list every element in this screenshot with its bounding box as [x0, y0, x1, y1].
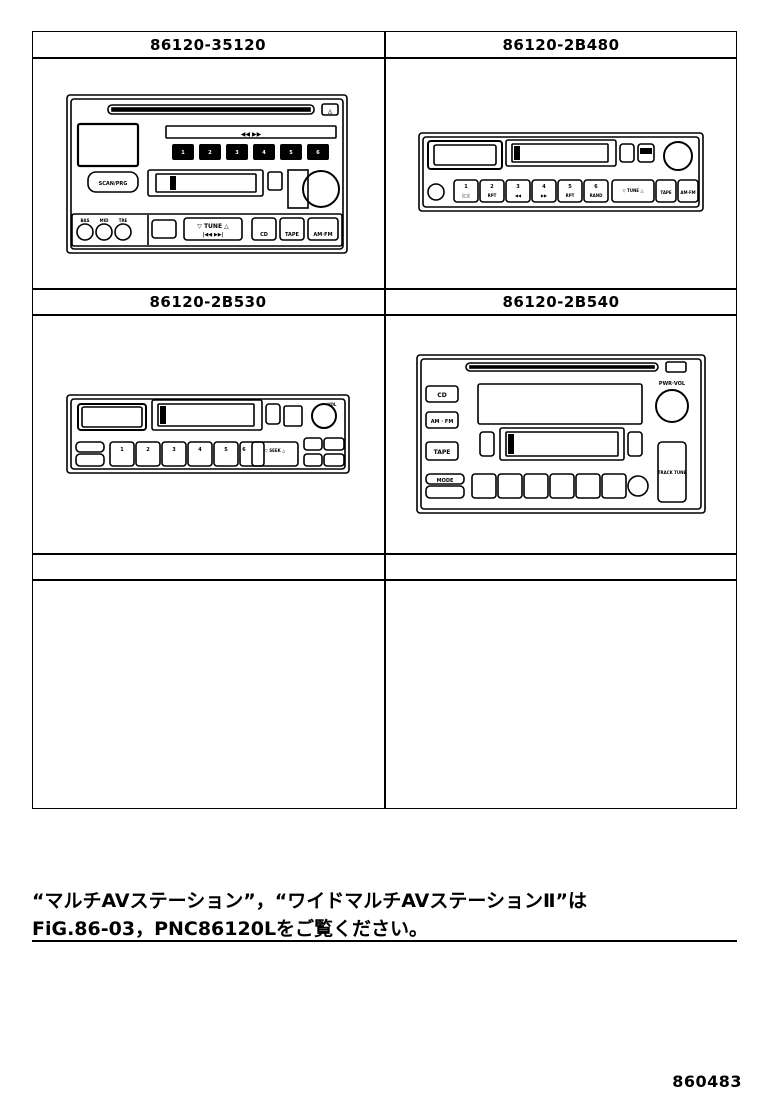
cd-label: CD: [260, 232, 268, 238]
preset-1-label: 1: [120, 447, 124, 453]
preset-1-label: 1: [181, 150, 185, 156]
seek-label: ◀◀ ▶▶: [241, 131, 262, 138]
preset-3-label: 3: [172, 447, 176, 453]
table-header-rule-1: [32, 57, 737, 59]
preset-2-sub: RPT: [488, 193, 497, 198]
preset-3-label: 3: [516, 184, 520, 190]
reference-note-line-2: FiG.86-03，PNC86120Lをご覧ください。: [32, 918, 429, 940]
preset-6-label: 6: [594, 184, 598, 190]
table-row-rule-2: [32, 553, 737, 555]
note-underline: [32, 940, 737, 942]
amfm-label: AM·FM: [313, 232, 332, 238]
part-number-header: 86120-2B480: [502, 36, 620, 54]
preset-2-label: 2: [146, 447, 150, 453]
treble-label: TRE: [119, 218, 128, 223]
preset-5-label: 5: [224, 447, 228, 453]
table-row-rule-1: [32, 288, 737, 290]
figure-code: 860483: [672, 1072, 742, 1091]
mode-label: MODE: [437, 478, 454, 484]
track-tune-label: TRACK TUNE: [658, 470, 687, 475]
preset-6-sub: RAND: [590, 193, 604, 198]
seek-label: ▽ SEEK △: [265, 448, 286, 453]
preset-6-label: 6: [242, 447, 246, 453]
part-number-header: 86120-2B530: [149, 293, 267, 311]
mid-label: MID: [100, 218, 109, 223]
table-column-divider: [384, 31, 386, 809]
amfm-button-label: AM · FM: [431, 419, 454, 425]
preset-5-label: 5: [289, 150, 293, 156]
radio-illustration-2B480: 1 2 3 4 5 6 |◯| RPT ◀◀ ▶▶ RPT RAND ▽ TUN…: [418, 132, 704, 212]
tune-label: ▽ TUNE △: [197, 223, 229, 230]
reference-note-line-1: “マルチAVステーション”，“ワイドマルチAVステーションⅡ”は: [32, 890, 587, 912]
cd-button-label: CD: [437, 392, 446, 399]
power-volume-label: PWR·VOL: [659, 381, 686, 387]
preset-5-label: 5: [568, 184, 572, 190]
preset-4-label: 4: [542, 184, 546, 190]
table-header-rule-2: [32, 314, 737, 316]
preset-3-sub: ◀◀: [515, 193, 522, 198]
amfm-label: AM·FM: [680, 190, 695, 195]
preset-4-label: 4: [262, 150, 266, 156]
radio-illustration-35120: 1 2 3 4 5 6 ◬ ◀◀ ▶▶ SCAN/PRG ▽ TUNE △ |◀…: [66, 94, 348, 254]
tape-button-label: TAPE: [434, 449, 451, 456]
radio-illustration-2B530: 1 2 3 4 5 6 ▽ SEEK △ VOL: [66, 394, 350, 474]
tune-label: ▽ TUNE △: [623, 188, 645, 193]
preset-5-sub: RPT: [566, 193, 575, 198]
tune-sub-label: |◀◀ ▶▶|: [203, 232, 224, 238]
radio-illustration-2B540: CD AM · FM TAPE MODE TRACK TUNE PWR·VOL: [416, 354, 706, 514]
part-number-header: 86120-2B540: [502, 293, 620, 311]
preset-2-label: 2: [208, 150, 212, 156]
table-header-rule-3: [32, 579, 737, 581]
preset-1-sub: |◯|: [462, 193, 469, 198]
tape-label: TAPE: [660, 190, 671, 195]
preset-3-label: 3: [235, 150, 239, 156]
preset-1-label: 1: [464, 184, 468, 190]
bass-label: BAS: [80, 218, 89, 223]
scan-label: SCAN/PRG: [99, 181, 128, 187]
preset-4-sub: ▶▶: [541, 193, 548, 198]
volume-label: VOL: [328, 402, 337, 407]
eject-icon: ◬: [328, 108, 333, 115]
preset-2-label: 2: [490, 184, 494, 190]
preset-6-label: 6: [316, 150, 320, 156]
tape-label: TAPE: [285, 232, 300, 238]
preset-4-label: 4: [198, 447, 202, 453]
part-number-header: 86120-35120: [149, 36, 267, 54]
